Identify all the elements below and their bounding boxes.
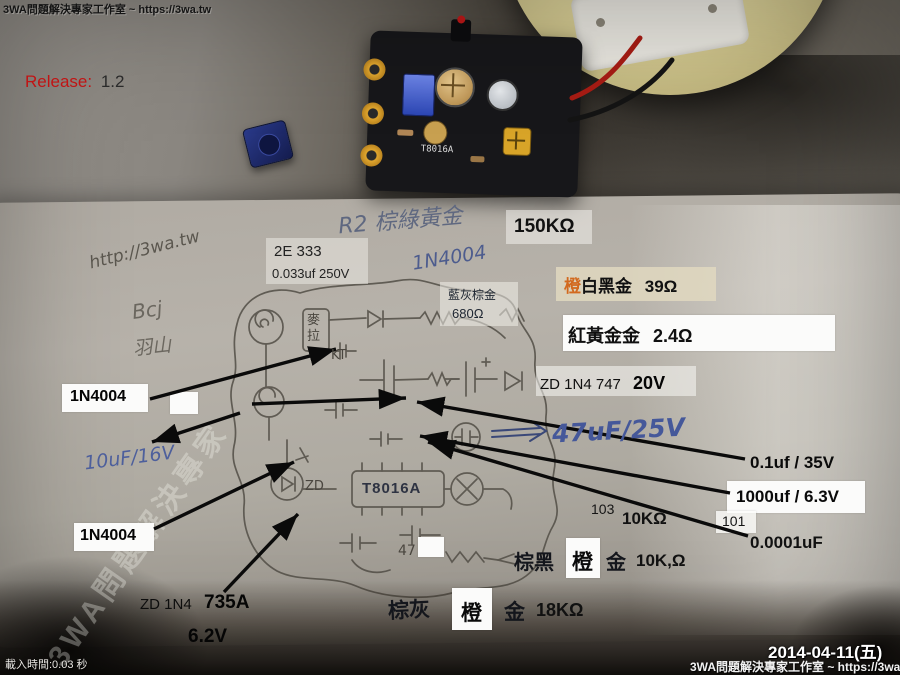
label-box-red-band	[563, 315, 835, 351]
sketch-mylar-label: 麥拉	[307, 313, 321, 344]
r18k-label: 18KΩ	[536, 600, 584, 620]
date-label: 2014-04-11(五)	[768, 643, 883, 662]
code101-label: 101	[722, 513, 746, 529]
sketch-kt-label: KT	[331, 348, 347, 363]
plate-screw-left	[596, 18, 605, 27]
sketch-47-code: 47	[398, 543, 416, 559]
zd735-name: 735A	[204, 592, 250, 613]
label-box-1000uf	[727, 481, 865, 513]
blank-box-2	[418, 537, 444, 557]
code103-label: 103	[591, 501, 615, 517]
red-band-text: 紅黃金金	[568, 326, 640, 346]
label-band-150k	[506, 210, 592, 244]
diode-bottom-label: 1N4004	[80, 527, 137, 544]
release-word: Release:	[25, 72, 93, 91]
blank-box-1	[170, 392, 198, 414]
handwritten-name: 羽山	[132, 334, 173, 360]
zd747-label: ZD 1N4 747 20V	[540, 373, 665, 394]
orange2-label: 橙	[461, 602, 482, 625]
sketch-zd-label: ZD	[305, 479, 324, 494]
corner-shadow-left	[0, 555, 210, 675]
orange-band-value: 39Ω	[644, 277, 678, 296]
zd747-name: ZD 1N4 747	[540, 376, 621, 393]
film-cap-code: 2E 333	[274, 243, 322, 260]
bottom-watermark: 3WA問題解決專家工作室 ~ https://3wa.tw	[690, 660, 900, 674]
brown-gray-label: 棕灰	[387, 597, 431, 624]
r10kb-label: 10K,Ω	[636, 551, 686, 570]
r150k-label: 150KΩ	[514, 216, 575, 237]
release-version: 1.2	[100, 72, 125, 91]
corner-shadow-right	[790, 585, 900, 675]
top-watermark: 3WA問題解決專家工作室 ~ https://3wa.tw	[3, 4, 212, 16]
r10k-label: 10KΩ	[622, 509, 667, 528]
plate-screw-right	[708, 4, 717, 13]
orange1-label: 橙	[572, 551, 593, 574]
label-band-orange	[556, 267, 716, 301]
orange-band-first: 橙	[564, 277, 581, 296]
orange-band-label: 橙白黑金 39Ω	[564, 272, 677, 297]
label-band-film-cap	[266, 238, 368, 284]
sketch-ic-label: T8016A	[362, 480, 422, 497]
red-band-value: 2.4Ω	[653, 326, 693, 346]
cap1000-label: 1000uf / 6.3V	[736, 487, 840, 506]
film-cap-value: 0.033uf 250V	[272, 266, 350, 281]
cap00001-label: 0.0001uF	[750, 533, 823, 552]
cap01-label: 0.1uf / 35V	[750, 453, 835, 472]
load-time-label: 載入時間:0.03 秒	[5, 659, 88, 671]
blue-cap-bands: 藍灰棕金	[448, 288, 497, 302]
zd747-value: 20V	[633, 373, 666, 393]
red-band-label: 紅黃金金 2.4Ω	[568, 322, 692, 348]
zd735-value: 6.2V	[188, 626, 228, 647]
gold1-label: 金	[606, 552, 626, 574]
brown-black-label: 棕黑	[514, 552, 554, 574]
diode-top-label: 1N4004	[70, 388, 127, 405]
blue-cap-value: 680Ω	[452, 306, 484, 321]
label-box-orange-1	[566, 538, 600, 578]
zd735-prefix: ZD 1N4	[140, 596, 192, 613]
handwritten-initials: Bcj	[130, 296, 164, 324]
label-box-diode-bottom	[74, 523, 154, 551]
label-box-diode-top	[62, 384, 148, 412]
gold2-label: 金	[504, 601, 525, 624]
orange-band-rest: 白黑金	[581, 277, 632, 296]
label-band-zd747	[536, 366, 696, 396]
release-label: Release: 1.2	[25, 72, 124, 92]
